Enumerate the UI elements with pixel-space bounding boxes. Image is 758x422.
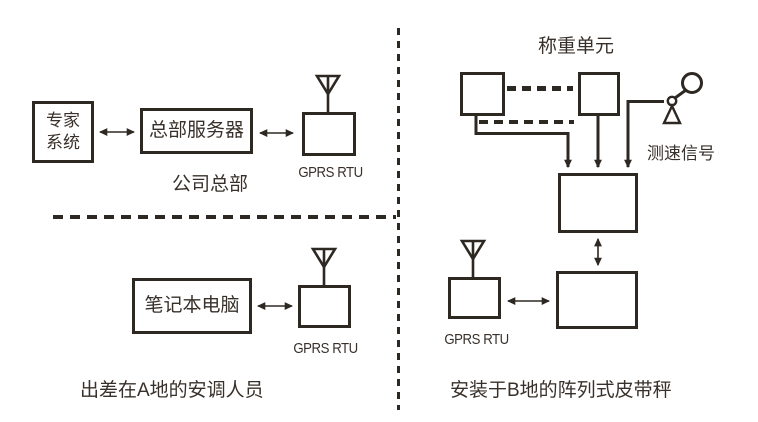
controller-box [556, 271, 638, 329]
hq-caption: 公司总部 [171, 174, 248, 195]
speed-signal-label: 测速信号 [647, 144, 715, 163]
hq-gprs-rtu-box [302, 112, 356, 156]
laptop-box: 笔记本电脑 [132, 278, 252, 334]
field-antenna-icon [310, 247, 338, 285]
speed-sensor-icon [662, 72, 703, 125]
hq-server-box: 总部服务器 [140, 108, 253, 154]
field-caption: 出差在A地的安调人员 [80, 380, 264, 401]
scale-rtu-label: GPRS RTU [444, 331, 509, 348]
scale-antenna-icon [459, 239, 487, 277]
field-rtu-label: GPRS RTU [293, 340, 358, 357]
scale-caption: 安装于B地的阵列式皮带秤 [450, 380, 672, 401]
field-gprs-rtu-box [298, 285, 351, 328]
hq-antenna-icon [314, 74, 342, 112]
weighing-cell-left [460, 72, 505, 116]
weighing-cell-right [578, 72, 620, 116]
speed-signal-wire [624, 100, 664, 169]
weighing-unit-title: 称重单元 [538, 36, 615, 57]
left-cell-signal-wire [474, 115, 572, 169]
expert-system-box: 专家 系统 [32, 101, 94, 163]
hq-rtu-label: GPRS RTU [298, 164, 363, 181]
signal-junction-box [558, 173, 638, 233]
scale-gprs-rtu-box [448, 277, 501, 319]
